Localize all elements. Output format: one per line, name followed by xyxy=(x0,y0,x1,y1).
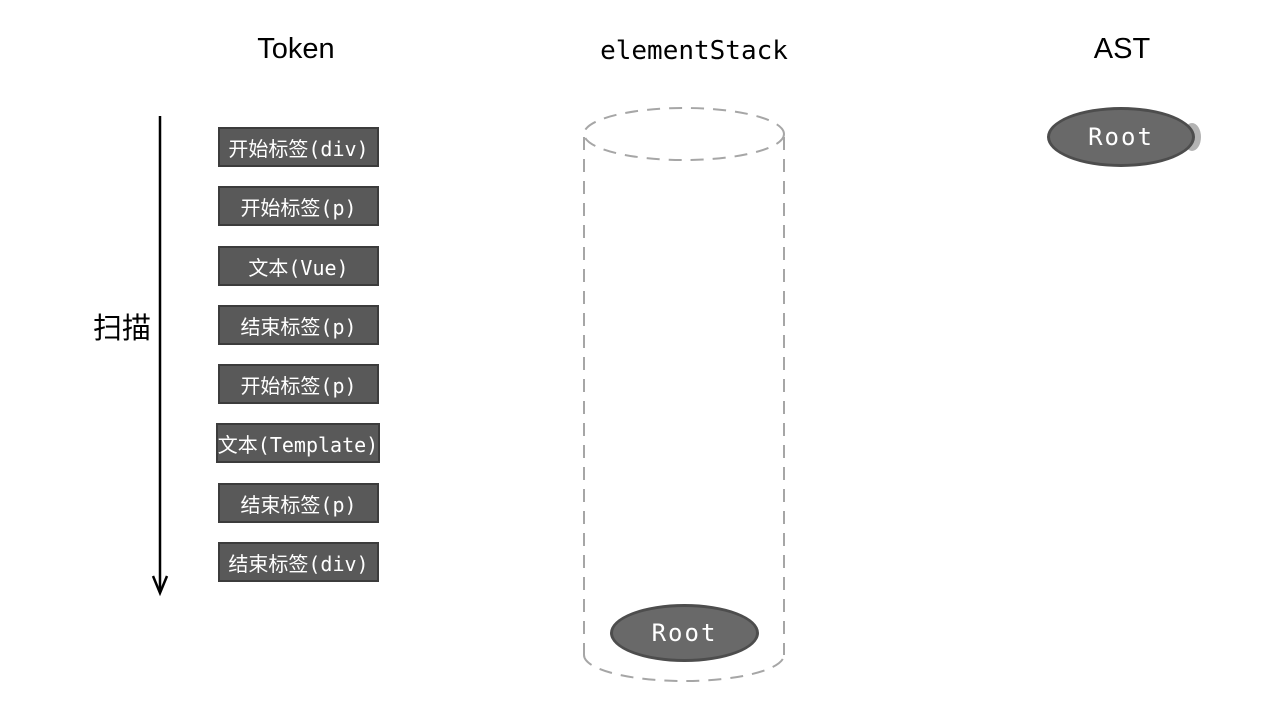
cylinder-top-ellipse xyxy=(583,107,785,161)
scan-arrow xyxy=(151,116,169,597)
token-item: 开始标签(div) xyxy=(218,127,379,167)
token-item: 结束标签(p) xyxy=(218,305,379,345)
ast-column-title: AST xyxy=(1093,33,1151,65)
ast-root-node: Root xyxy=(1047,107,1195,167)
scan-label: 扫描 xyxy=(93,313,152,345)
scan-arrow-head xyxy=(151,575,169,597)
stack-cylinder xyxy=(583,107,785,682)
token-item: 开始标签(p) xyxy=(218,186,379,226)
token-item: 结束标签(div) xyxy=(218,542,379,582)
token-item: 开始标签(p) xyxy=(218,364,379,404)
element-stack-column-title: elementStack xyxy=(600,36,788,66)
stack-root-node: Root xyxy=(610,604,759,662)
token-item: 文本(Template) xyxy=(216,423,380,463)
token-item: 结束标签(p) xyxy=(218,483,379,523)
token-column-title: Token xyxy=(257,33,335,65)
token-item: 文本(Vue) xyxy=(218,246,379,286)
